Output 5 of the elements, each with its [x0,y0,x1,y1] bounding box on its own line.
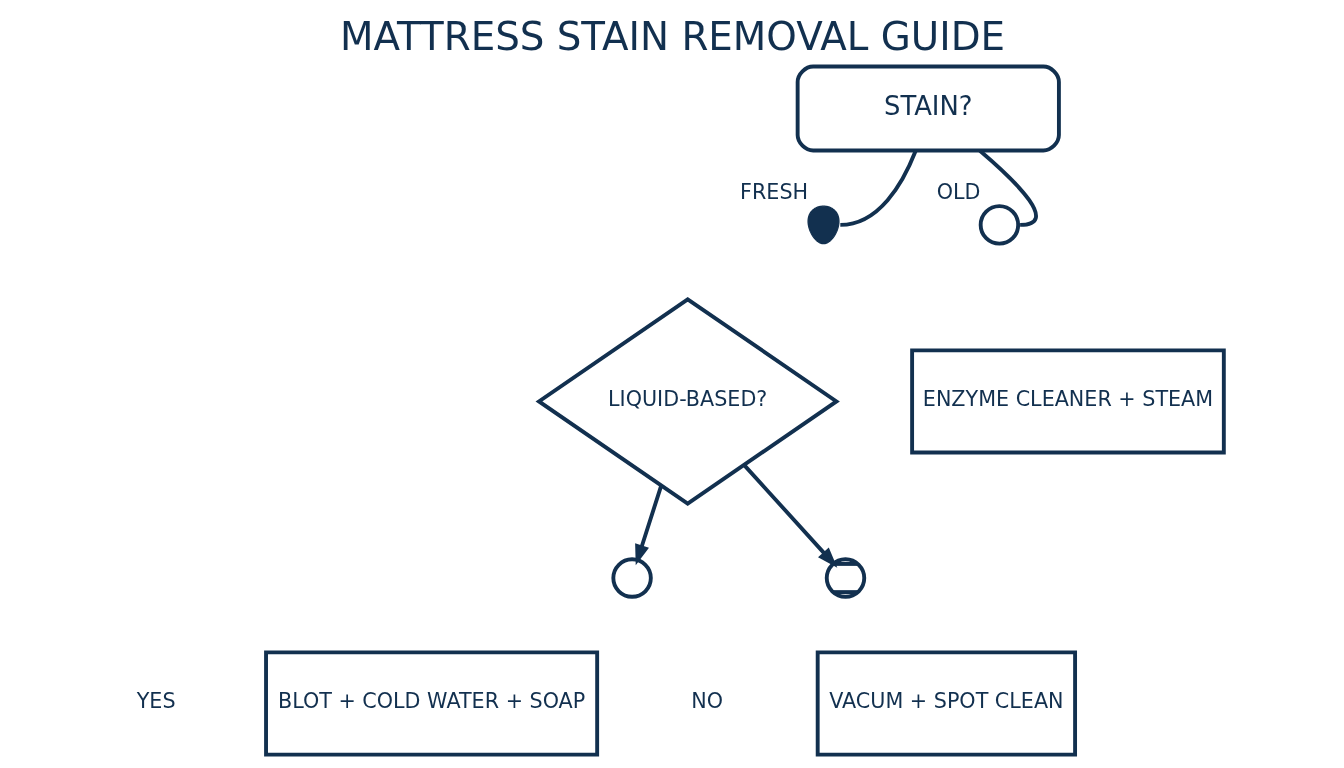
node-label: FRESH [739,180,808,205]
node-label: OLD [936,180,981,205]
diagram-title: MATTRESS STAIN REMOVAL GUIDE [339,13,1005,59]
label: YES [136,689,176,714]
label: NO [690,689,723,714]
